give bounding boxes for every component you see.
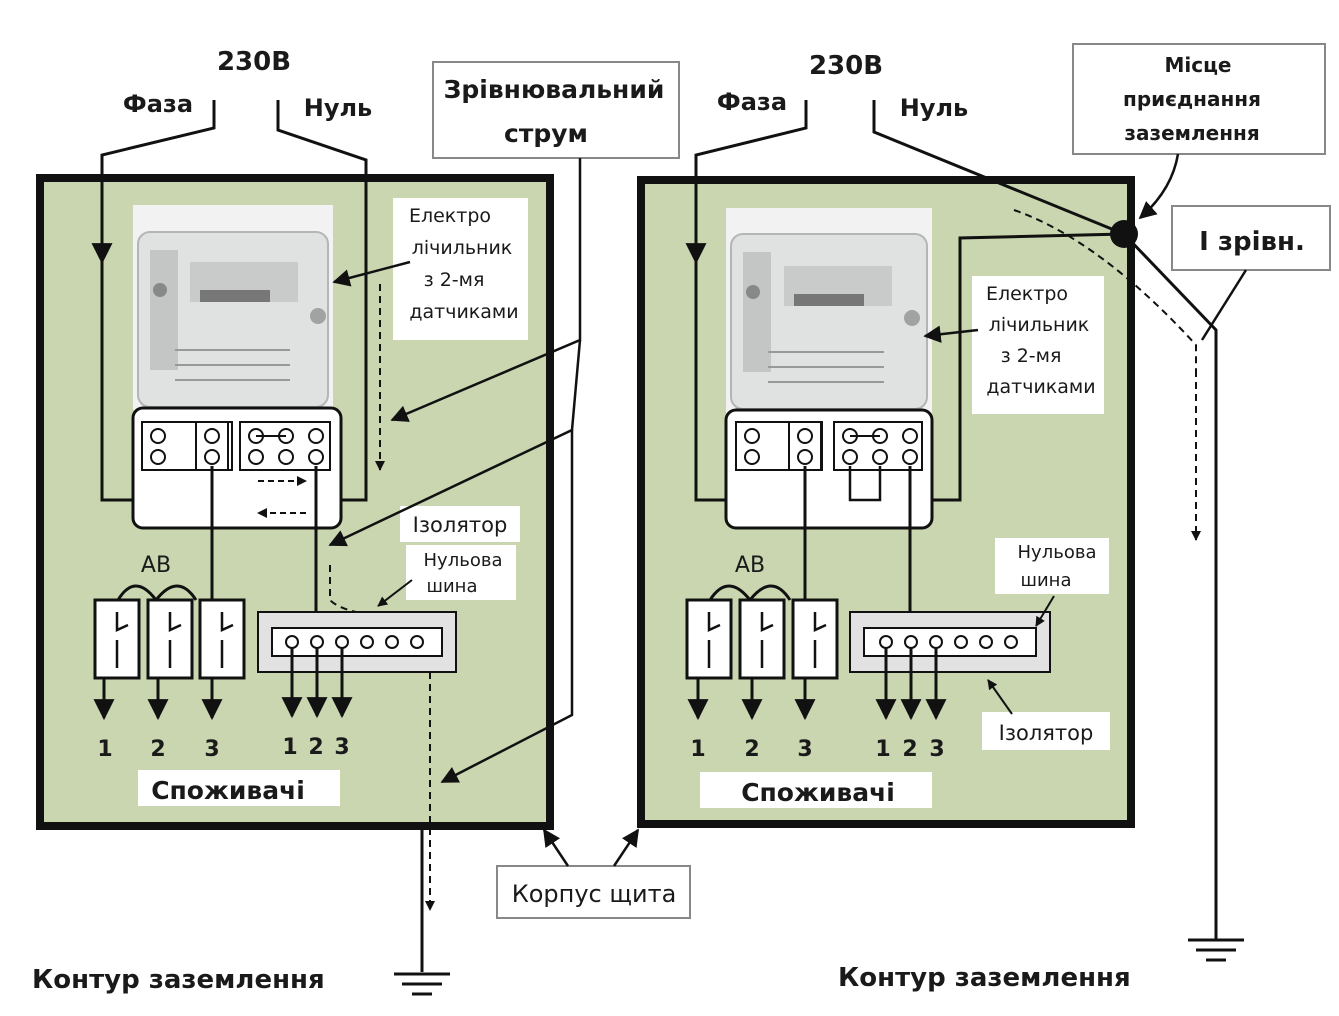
electric-meter (133, 205, 333, 410)
trip-current-line-2: струм (504, 119, 588, 148)
meter-label-line-3: з 2-мя (424, 269, 485, 291)
bus-output-2: 2 (308, 735, 323, 760)
ground-loop-right: Контур заземлення (838, 963, 1131, 993)
breaker-output-1: 1 (690, 737, 705, 762)
neutral-bus-label-line-1: Нульова (424, 550, 503, 571)
breaker-output-2: 2 (150, 737, 165, 762)
enclosure-label: Корпус щита (512, 880, 677, 908)
neutral-label: Нуль (900, 94, 968, 122)
neutral-bus-label-line-1: Нульова (1018, 542, 1097, 563)
ground-point-callout: Місце приєднання заземлення (1072, 43, 1326, 220)
breaker-output-3: 3 (204, 737, 219, 762)
ground-loop-left: Контур заземлення (32, 965, 325, 995)
trip-current-callout: Зрівнювальний струм (328, 61, 680, 784)
phase-label: Фаза (717, 88, 787, 116)
breaker-output-2: 2 (744, 737, 759, 762)
meter-terminal-block (131, 406, 343, 530)
breaker-output-1: 1 (97, 737, 112, 762)
meter-label-line-3: з 2-мя (1001, 345, 1062, 367)
meter-label-line-1: Електро (986, 283, 1068, 305)
meter-label-box: Електро лічильник з 2-мя датчиками (393, 198, 528, 340)
neutral-bus-left (257, 611, 457, 719)
ground-connection-point (1110, 220, 1138, 248)
voltage-label: 230В (809, 51, 883, 81)
panel-right: 230В Фаза Нуль (637, 51, 1244, 993)
breakers-label: АВ (735, 553, 765, 578)
neutral-bus-label-line-2: шина (1021, 570, 1072, 591)
enclosure-callout: Корпус щита (496, 828, 691, 919)
consumers-label: Споживачі (741, 778, 895, 807)
consumers-label: Споживачі (151, 776, 305, 805)
bus-output-2: 2 (902, 737, 917, 762)
ground-point-line-1: Місце (1164, 53, 1231, 77)
neutral-bus-right (849, 611, 1051, 721)
bus-output-1: 1 (282, 735, 297, 760)
meter-label-line-4: датчиками (409, 301, 518, 323)
meter-terminal-block (724, 408, 934, 530)
bus-output-1: 1 (875, 737, 890, 762)
ground-point-line-3: заземлення (1124, 121, 1259, 145)
bus-output-3: 3 (334, 735, 349, 760)
meter-label-box: Електро лічильник з 2-мя датчиками (972, 276, 1104, 414)
level-label: І зрівн. (1199, 227, 1305, 257)
insulator-label: Ізолятор (413, 513, 508, 537)
trip-current-line-1: Зрівнювальний (444, 75, 665, 104)
meter-label-line-2: лічильник (989, 314, 1090, 336)
breakers-left: АВ (93, 553, 246, 721)
meter-label-line-1: Електро (409, 205, 491, 227)
neutral-bus-label-line-2: шина (427, 576, 478, 597)
panel-left: 230В Фаза Нуль (32, 47, 554, 996)
breakers-label: АВ (141, 553, 171, 578)
meter-label-line-4: датчиками (986, 376, 1095, 398)
level-callout: І зрівн. (1171, 205, 1331, 341)
neutral-label: Нуль (304, 94, 372, 122)
voltage-label: 230В (217, 47, 291, 77)
phase-label: Фаза (123, 90, 193, 118)
meter-label-line-2: лічильник (412, 237, 513, 259)
breaker-output-3: 3 (797, 737, 812, 762)
breakers-right: АВ (685, 553, 839, 721)
electric-meter (726, 208, 932, 413)
ground-point-line-2: приєднання (1123, 87, 1261, 111)
insulator-label: Ізолятор (999, 721, 1094, 745)
bus-output-3: 3 (929, 737, 944, 762)
